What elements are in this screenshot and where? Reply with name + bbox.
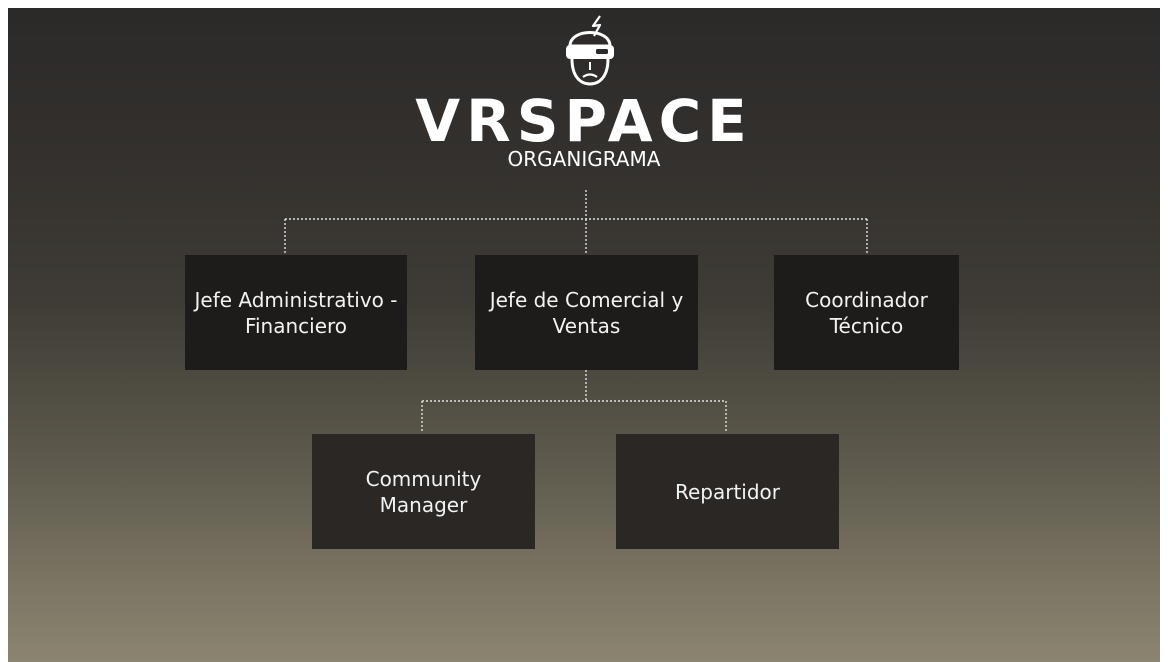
org-box-label: Repartidor	[674, 479, 781, 504]
org-box-label: Jefe Administrativo - Financiero	[194, 287, 398, 338]
org-box-label: Jefe de Comercial y Ventas	[489, 287, 684, 338]
page-subtitle: ORGANIGRAMA	[507, 147, 661, 171]
org-box-label: Community Manager	[365, 466, 482, 517]
vr-headset-face-icon	[566, 15, 614, 86]
org-box-coordinador-tecnico: Coordinador Técnico	[774, 255, 959, 370]
org-chart-slide: VRSPACE ORGANIGRAMA Jefe Administrativo …	[8, 8, 1160, 662]
org-box-community-manager: Community Manager	[312, 434, 535, 549]
org-box-label: Coordinador Técnico	[805, 287, 928, 338]
brand-title: VRSPACE	[415, 87, 753, 155]
org-box-repartidor: Repartidor	[616, 434, 839, 549]
org-connectors	[284, 190, 868, 433]
org-box-jefe-administrativo: Jefe Administrativo - Financiero	[185, 255, 407, 370]
org-box-jefe-comercial: Jefe de Comercial y Ventas	[475, 255, 698, 370]
